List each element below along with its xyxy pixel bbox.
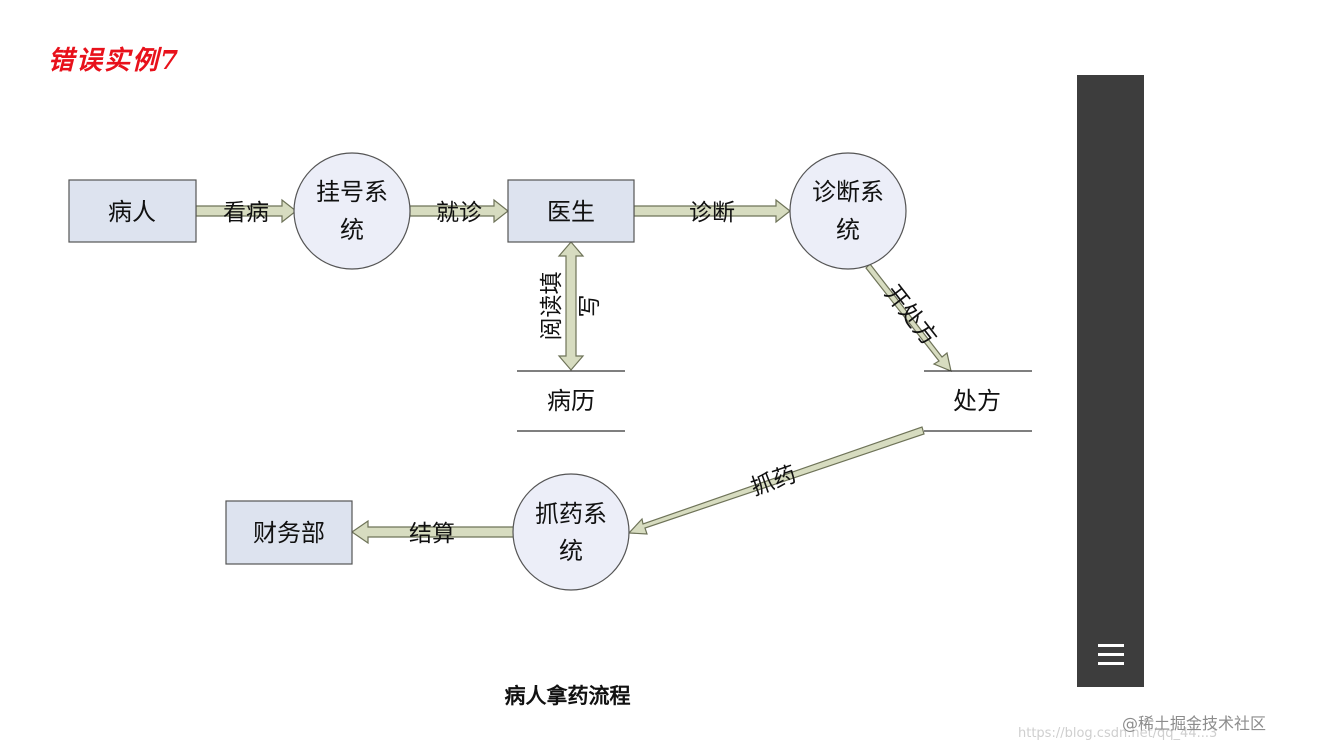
hamburger-menu-icon[interactable] [1090, 634, 1130, 674]
diagram-caption: 病人拿药流程 [504, 684, 631, 708]
store-prescription-label: 处方 [953, 387, 1001, 415]
entity-doctor-label: 医生 [547, 198, 595, 226]
process-registration-label-line1: 挂号系 [316, 178, 388, 206]
process-dispensing-label-line1: 抓药系 [535, 500, 607, 528]
side-panel [1077, 75, 1144, 687]
flow-label-read-write-line1: 阅读填 [539, 272, 565, 341]
flow-label-see-doctor: 看病 [223, 200, 269, 226]
process-diagnosis-circle [789, 152, 907, 270]
entity-finance-box [225, 500, 353, 565]
store-record-label: 病历 [547, 387, 595, 415]
watermark-url: https://blog.csdn.net/qq_44...3 [1018, 726, 1218, 741]
process-registration-circle [293, 152, 411, 270]
flow-label-settle: 结算 [409, 521, 455, 547]
arrow-patient-to-registration [195, 198, 297, 224]
entity-finance-label: 财务部 [253, 519, 325, 547]
process-diagnosis-label-line1: 诊断系 [812, 178, 884, 206]
arrow-diagnosis-to-prescription [865, 263, 952, 372]
process-dispensing-label-line2: 统 [559, 537, 583, 565]
flow-label-read-write: 阅读填 写 [539, 272, 603, 341]
process-dispensing-circle [512, 473, 630, 591]
flow-label-fetch-medicine: 抓药 [748, 462, 800, 502]
entity-patient-box [68, 179, 197, 243]
arrow-doctor-to-diagnosis [633, 198, 791, 224]
process-diagnosis-label-line2: 统 [836, 216, 860, 244]
flow-label-diagnose: 诊断 [689, 200, 735, 226]
flow-label-prescribe: 开处方 [879, 281, 942, 351]
process-registration-label-line2: 统 [340, 216, 364, 244]
watermark-site: @稀土掘金技术社区 [1122, 714, 1267, 733]
flow-label-read-write-line2: 写 [577, 295, 603, 318]
slide-title: 错误实例7 [48, 46, 181, 76]
arrow-dispensing-to-finance [350, 519, 515, 545]
flow-label-consult: 就诊 [436, 200, 482, 226]
arrow-doctor-record-bidirectional [557, 241, 585, 371]
arrow-registration-to-doctor [409, 198, 509, 224]
entity-patient-label: 病人 [108, 198, 156, 226]
entity-doctor-box [507, 179, 635, 243]
arrow-prescription-to-dispensing [627, 426, 925, 535]
